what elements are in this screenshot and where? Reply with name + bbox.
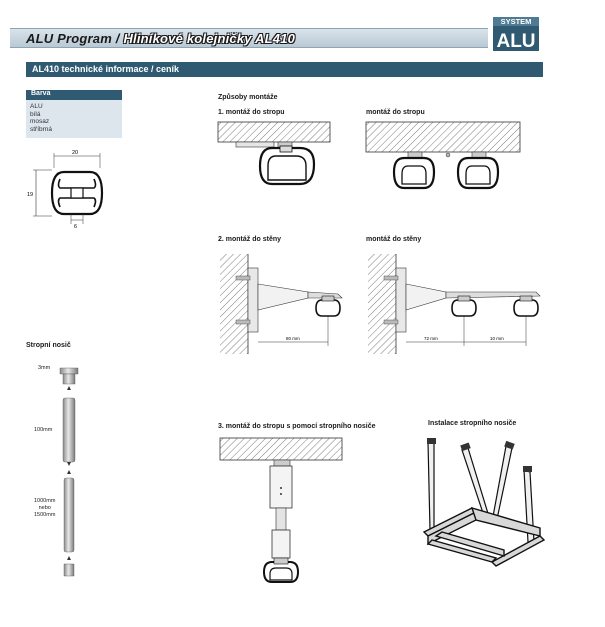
carrier-mount-label: 3. montáž do stropu s pomocí stropního n… [218, 423, 376, 430]
dim-height: 19 [27, 192, 33, 198]
colors-panel-header [26, 90, 122, 100]
page-title: ALU Program / Hliníkové kolejničky AL410 [26, 31, 295, 46]
title-main: ALU Program / [26, 31, 120, 46]
logo-top-text: SYSTEM [501, 17, 532, 26]
carrier-dim-length: 1000mm nebo 1500mm [34, 498, 55, 519]
header-bar [10, 28, 488, 48]
wall-dim-10: 10 mm [490, 336, 504, 341]
ceiling-carrier-title: Stropní nosič [26, 342, 71, 349]
wall-mount-1-label: 2. montáž do stěny [218, 236, 282, 243]
title-sub: Hliníkové kolejničky AL410 [123, 31, 296, 46]
section-bar [26, 62, 543, 77]
colors-heading: Barva [31, 90, 51, 97]
ceiling-carrier-drawing [59, 367, 79, 577]
colors-list: ALU bílá mosaz stříbrná [30, 103, 52, 133]
color-item: stříbrná [30, 125, 53, 133]
carrier-dim-3mm: 3mm [38, 365, 51, 371]
system-alu-logo: SYSTEM ALU [493, 17, 539, 52]
color-item: mosaz [30, 118, 50, 125]
dim-slot: 6 [74, 224, 77, 230]
color-item: bílá [30, 110, 41, 118]
ceiling-mount-1-drawing [217, 121, 331, 186]
carrier-install-drawing [422, 438, 546, 567]
ceiling-mount-2-label: montáž do stropu [366, 109, 425, 116]
carrier-dim-100mm: 100mm [34, 427, 53, 433]
mounting-title: Způsoby montáže [218, 94, 278, 101]
color-item: ALU [30, 103, 43, 110]
wall-mount-2-drawing: 72 mm 10 mm [368, 254, 541, 354]
ceiling-mount-1-label: 1. montáž do stropu [218, 109, 285, 116]
section-title: AL410 technické informace / ceník [32, 64, 180, 74]
carrier-dim-1000: 1000mm [34, 498, 56, 504]
wall-dim-72: 72 mm [424, 336, 438, 341]
profile-cross-section: 20 19 6 [27, 150, 104, 230]
dim-width: 20 [72, 150, 78, 156]
wall-mount-1-drawing: 80 mm [220, 254, 343, 354]
wall-dim-80: 80 mm [286, 336, 300, 341]
carrier-mount-drawing [219, 437, 343, 583]
carrier-dim-or: nebo [38, 505, 51, 511]
carrier-install-label: Instalace stropního nosiče [428, 420, 517, 427]
wall-mount-2-label: montáž do stěny [366, 236, 422, 243]
logo-bottom-text: ALU [496, 31, 535, 52]
carrier-dim-1500: 1500mm [34, 512, 56, 518]
ceiling-mount-2-drawing [365, 121, 521, 190]
